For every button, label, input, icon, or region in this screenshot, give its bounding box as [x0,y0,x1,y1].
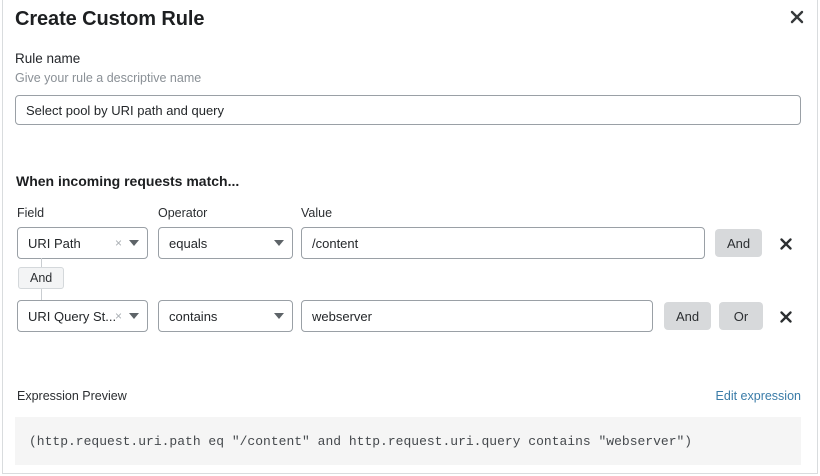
close-icon[interactable] [786,6,808,28]
condition-row: URI Query St... × contains And Or [3,300,817,332]
expression-preview-box: (http.request.uri.path eq "/content" and… [15,417,801,465]
value-input-row-2[interactable] [301,300,653,332]
rule-name-label: Rule name [15,51,81,66]
chevron-down-icon-operator-row-1 [274,240,284,246]
delete-condition-icon-row-1[interactable] [777,235,795,253]
expression-preview-section: Expression Preview Edit expression (http… [15,389,801,465]
condition-column-headers: Field Operator Value [3,206,817,224]
operator-select-value-row-1: equals [169,235,208,251]
clear-field-icon-row-2[interactable]: × [114,309,122,323]
chevron-down-icon-row-2 [129,313,139,319]
rule-name-section: Rule name Give your rule a descriptive n… [15,51,801,125]
conditions-heading: When incoming requests match... [16,173,240,189]
value-input-row-1[interactable] [301,227,705,259]
field-select-value-row-1: URI Path [28,235,81,251]
connector-and-badge[interactable]: And [18,267,65,289]
field-select-row-1[interactable]: URI Path × [17,227,148,259]
edit-expression-link[interactable]: Edit expression [715,389,801,403]
condition-connector: And [3,258,163,302]
rule-name-input[interactable] [15,95,801,125]
chevron-down-icon-row-1 [129,240,139,246]
rule-name-help-text: Give your rule a descriptive name [15,71,202,85]
operator-select-value-row-2: contains [169,308,218,324]
expression-preview-title: Expression Preview [17,389,127,403]
and-button-row-1[interactable]: And [715,229,763,257]
column-header-value: Value [301,206,333,220]
and-button-row-2[interactable]: And [664,302,712,330]
clear-field-icon-row-1[interactable]: × [114,236,122,250]
column-header-operator: Operator [158,206,208,220]
column-header-field: Field [17,206,45,220]
field-select-value-row-2: URI Query St... [28,308,115,324]
expression-preview-header: Expression Preview Edit expression [15,389,801,407]
expression-preview-code: (http.request.uri.path eq "/content" and… [29,433,693,449]
delete-condition-icon-row-2[interactable] [777,308,795,326]
chevron-down-icon-operator-row-2 [274,313,284,319]
condition-row: URI Path × equals And [3,227,817,259]
operator-select-row-1[interactable]: equals [158,227,293,259]
field-select-row-2[interactable]: URI Query St... × [17,300,148,332]
page-title: Create Custom Rule [15,8,205,30]
or-button-row-2[interactable]: Or [719,302,763,330]
operator-select-row-2[interactable]: contains [158,300,293,332]
